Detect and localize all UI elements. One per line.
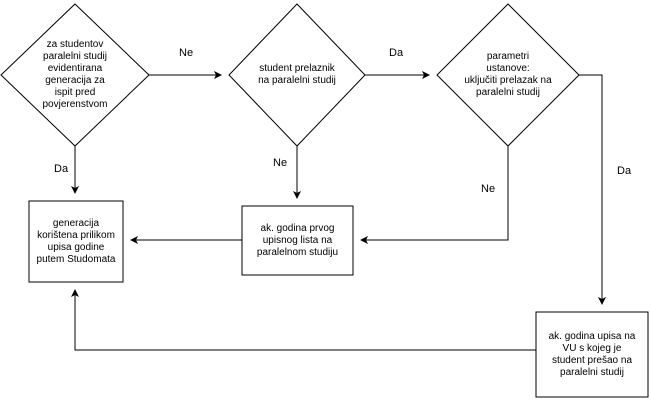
node-label-institution-params: parametri ustanove: uključiti prelazak n… [464, 51, 552, 98]
edge-label-d3-b3: Da [617, 165, 632, 178]
edge-d3-to-b2 [360, 146, 509, 244]
edge-label-d2-d3: Da [389, 47, 404, 60]
node-label-transfer-year: ak. godina upisa na VU s kojeg je studen… [548, 330, 636, 378]
node-label-transfer-student: student prelaznik na paralelni studij [258, 63, 336, 86]
result-box-transfer-year [535, 311, 649, 398]
edge-d3-to-b3 [579, 74, 606, 305]
node-label-generation: za studentov paralelni studij evidentira… [42, 39, 108, 110]
result-box-first-enrollment-year [241, 205, 354, 276]
edge-label-d3-b2: Ne [481, 183, 496, 196]
edge-label-d1-d2: Ne [179, 47, 194, 60]
node-label-first-enrollment-year: ak. godina prvog upisnog lista na parale… [256, 222, 339, 258]
edge-label-d2-b2: Ne [273, 157, 288, 170]
edge-b3-to-b1 [71, 289, 536, 351]
node-label-studomat-generation: generacija korištena prilikom upisa godi… [36, 217, 116, 265]
edge-label-d1-b1: Da [54, 163, 69, 176]
result-box-studomat-generation [28, 200, 124, 283]
